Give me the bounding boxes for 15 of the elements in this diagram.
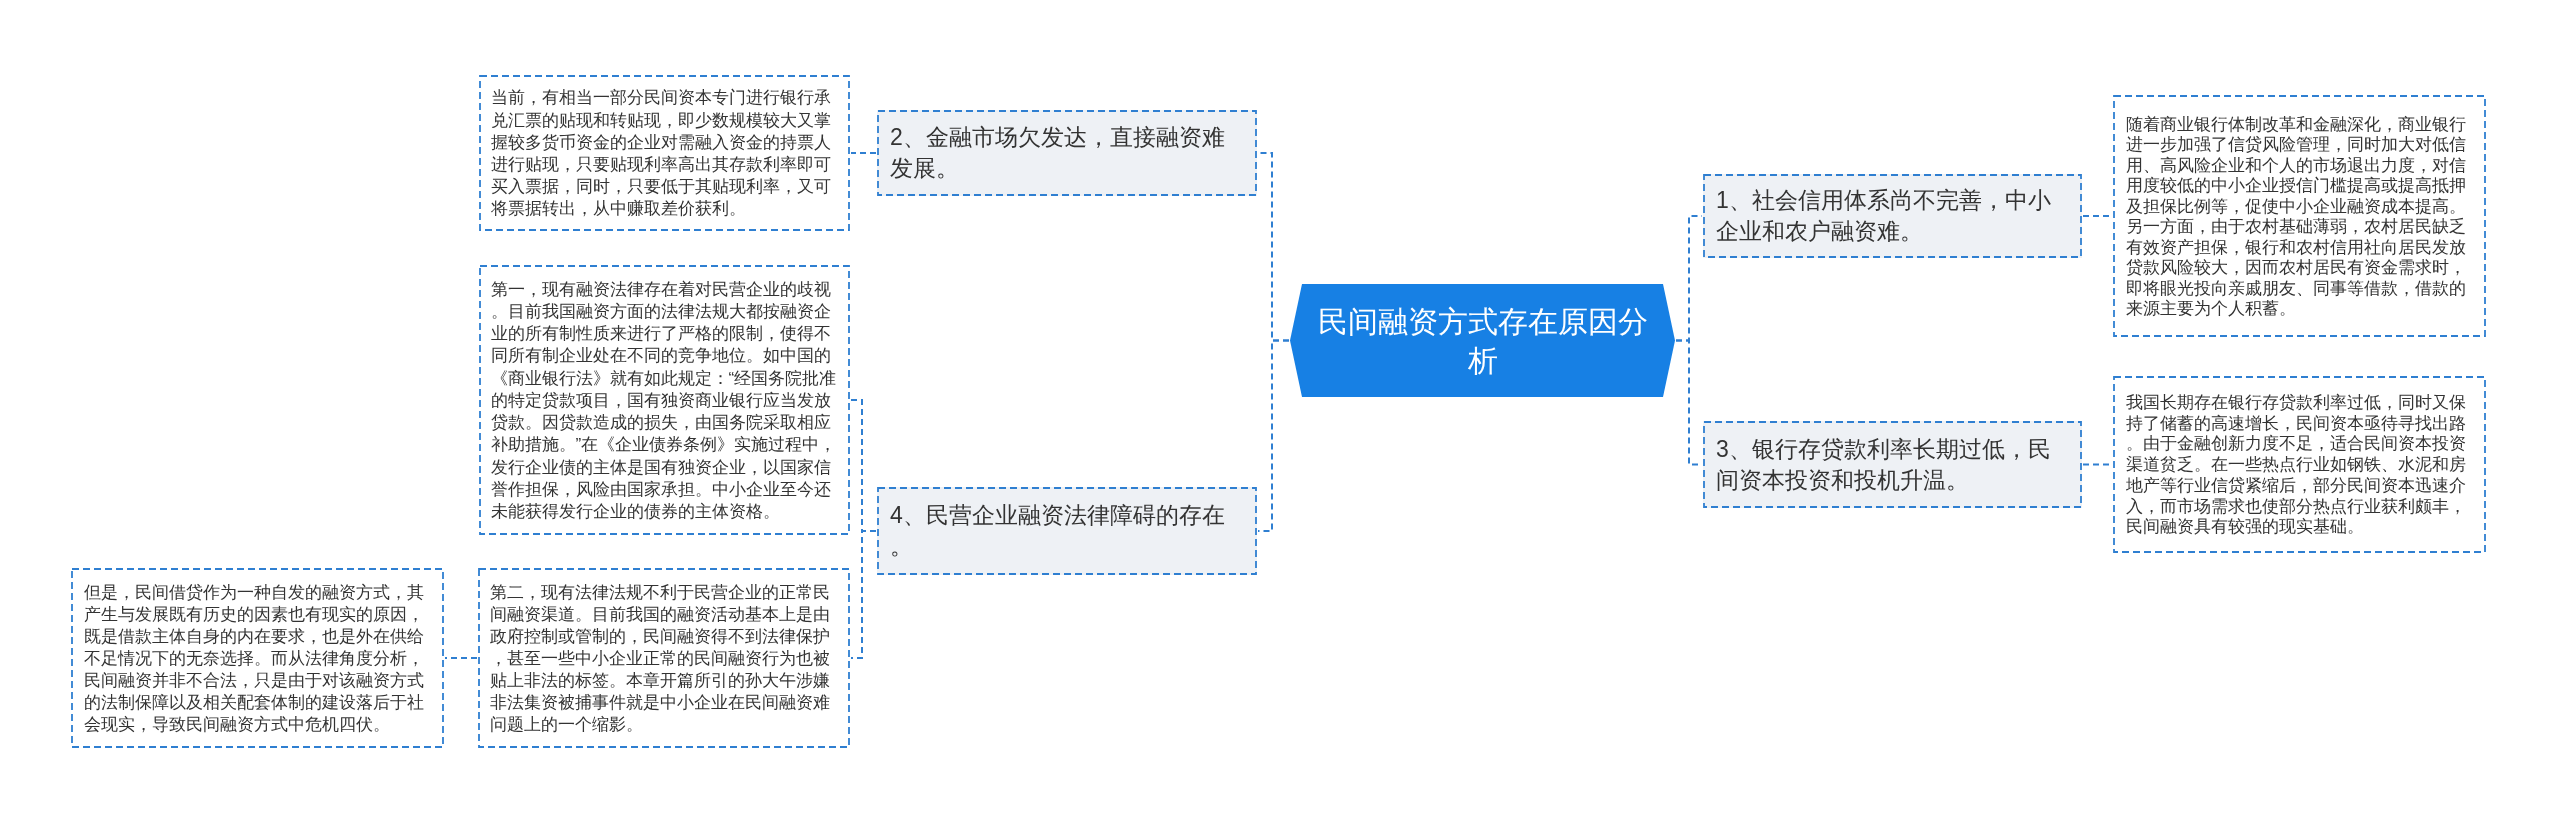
branch-box: 2、金融市场欠发达，直接融资难发展。 [877, 110, 1257, 196]
branch-box: 3、银行存贷款利率长期过低，民间资本投资和投机升温。 [1703, 421, 2082, 508]
note-box: 第二，现有法律法规不利于民营企业的正常民间融资渠道。目前我国的融资活动基本上是由政府控制或管制的，民间融资得不到法律保护，甚至一些中小企业正常的民间融资行为也被贴上非法的标签。本章开篇所引的孙大午涉嫌非法集资被捕事件就是中小企业在民间融资难问题上的一个缩影。 [478, 568, 850, 748]
note-box: 随着商业银行体制改革和金融深化，商业银行进一步加强了信贷风险管理，同时加大对低信用、高风险企业和个人的市场退出力度，对信用度较低的中小企业授信门槛提高或提高抵押及担保比例等，促使中小企业融资成本提高。另一方面，由于农村基础薄弱，农村居民缺乏有效资产担保，银行和农村信用社向居民发放贷款风险较大，因而农村居民有资金需求时，即将眼光投向亲戚朋友、同事等借款，借款的来源主要为个人积蓄。 [2113, 95, 2486, 337]
connector-line [444, 657, 478, 659]
connector-line [850, 530, 877, 659]
connector-line [850, 152, 877, 154]
branch-box: 1、社会信用体系尚不完善，中小企业和农户融资难。 [1703, 174, 2082, 258]
note-box: 第一，现有融资法律存在着对民营企业的歧视。目前我国融资方面的法律法规大都按融资企业的所有制性质来进行了严格的限制，使得不同所有制企业处在不同的竞争地位。如中国的《商业银行法》就有如此规定：“经国务院批准的特定贷款项目，国有独资商业银行应当发放贷款。因贷款造成的损失，由国务院采取相应补助措施。”在《企业债券条例》实施过程中，发行企业债的主体是国有独资企业，以国家信誉作担保，风险由国家承担。中小企业至今还未能获得发行企业的债券的主体资格。 [479, 265, 850, 535]
branch-box: 4、民营企业融资法律障碍的存在。 [877, 487, 1257, 575]
note-box: 但是，民间借贷作为一种自发的融资方式，其产生与发展既有历史的因素也有现实的原因，既是借款主体自身的内在要求，也是外在供给不足情况下的无奈选择。而从法律角度分析，民间融资并非不合法，只是由于对该融资方式的法制保障以及相关配套体制的建设落后于社会现实，导致民间融资方式中危机四伏。 [71, 568, 444, 748]
topic-hexagon: 民间融资方式存在原因分析 [1290, 284, 1675, 397]
connector-line [1257, 339, 1290, 532]
note-box: 当前，有相当一部分民间资本专门进行银行承兑汇票的贴现和转贴现，即少数规模较大又掌握较多货币资金的企业对需融入资金的持票人进行贴现，只要贴现利率高出其存款利率即可买入票据，同时，只要低于其贴现利率，又可将票据转出，从中赚取差价获利。 [479, 75, 850, 231]
note-box: 我国长期存在银行存贷款利率过低，同时又保持了储蓄的高速增长，民间资本亟待寻找出路。由于金融创新力度不足，适合民间资本投资渠道贫乏。在一些热点行业如钢铁、水泥和房地产等行业信贷紧缩后，部分民间资本迅速介入，而市场需求也使部分热点行业获利颇丰，民间融资具有较强的现实基础。 [2113, 376, 2486, 553]
